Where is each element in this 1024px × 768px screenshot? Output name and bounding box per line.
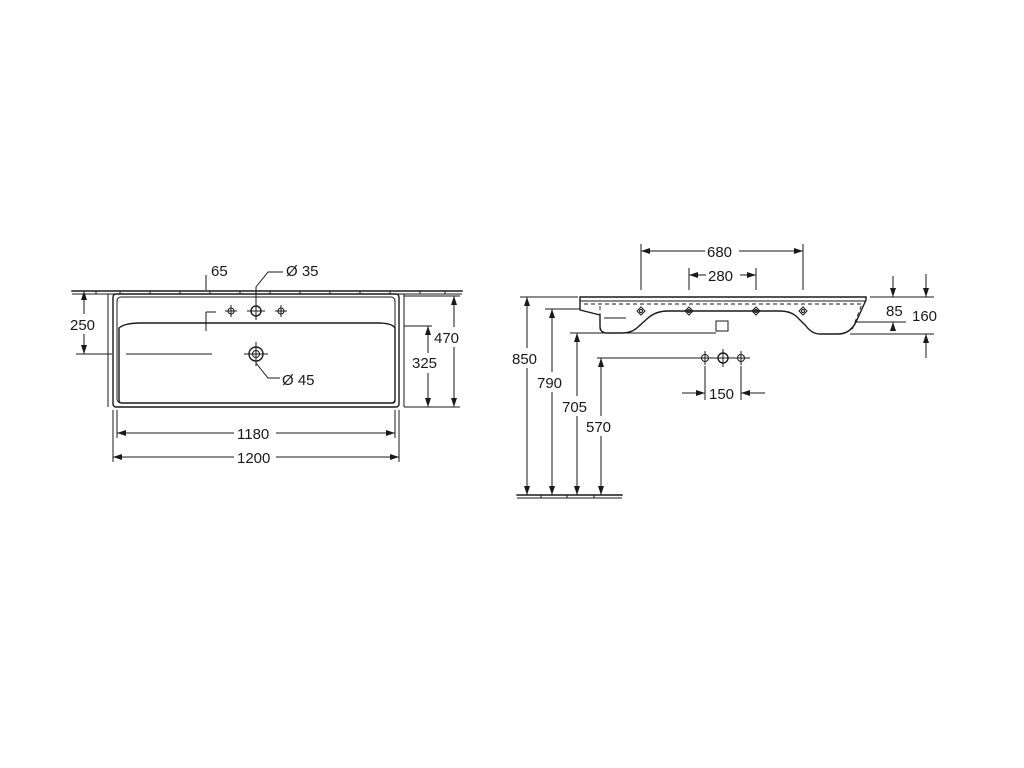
dim-siphon-height: 705: [560, 332, 716, 495]
tap-cluster-right: [737, 351, 745, 365]
dim-overall-depth: 470: [404, 295, 468, 407]
dim-total-thickness: 160: [850, 274, 937, 358]
tap-cluster-center: [717, 349, 729, 367]
dim-tap-cluster-spacing: 150: [682, 366, 765, 403]
siphon-outlet: [715, 320, 729, 332]
dim-bowl-depth: 325: [404, 325, 460, 408]
dim-rim-height: 850: [510, 296, 578, 495]
tap-cluster-left: [701, 351, 709, 365]
tap-hole-left: [225, 305, 237, 317]
tap-marker-3: [751, 306, 761, 316]
dim-tap-offset-label: 65: [211, 263, 228, 280]
tap-marker-2: [684, 306, 694, 316]
tap-markers: [636, 306, 808, 316]
dim-outer-tap-spacing: 680: [640, 242, 804, 290]
dim-drain: Ø 45: [255, 362, 315, 389]
floor-line: [516, 494, 623, 499]
dim-tap-height-label: 570: [586, 419, 611, 436]
dim-tap-offset: 65: [205, 263, 228, 331]
dim-overall-width-label: 1200: [237, 450, 270, 467]
dim-rim-thickness: 85: [856, 276, 906, 331]
bowl-outline: [118, 322, 396, 404]
dim-tap-cluster-spacing-label: 150: [709, 386, 734, 403]
tap-hole-right: [275, 305, 287, 317]
dim-overall-depth-label: 470: [434, 330, 459, 347]
dim-drain-position-label: 250: [70, 317, 95, 334]
tap-holes: [225, 302, 287, 320]
dim-tap-height: 570: [584, 358, 618, 495]
dim-total-thickness-label: 160: [912, 308, 937, 325]
dim-bowl-depth-label: 325: [412, 355, 437, 372]
dim-inner-tap-spacing: 280: [688, 266, 757, 290]
dim-drain-label: Ø 45: [282, 372, 315, 389]
dim-rim-height-label: 850: [512, 351, 537, 368]
dim-siphon-height-label: 705: [562, 399, 587, 416]
dim-inner-tap-spacing-label: 280: [708, 268, 733, 285]
dim-bowl-bottom-height-label: 790: [537, 375, 562, 392]
dim-bowl-bottom-height: 790: [535, 308, 580, 495]
dim-outer-tap-spacing-label: 680: [707, 244, 732, 261]
tap-hole-center: [247, 302, 265, 320]
dim-rim-thickness-label: 85: [886, 303, 903, 320]
side-view: 680 280: [510, 242, 937, 499]
top-view: 65 Ø 35 Ø 45 250: [68, 263, 468, 467]
tap-cluster: [597, 349, 750, 367]
tap-marker-4: [798, 306, 808, 316]
drain-hole: [244, 342, 268, 366]
dim-tap-hole: Ø 35: [255, 263, 319, 302]
dim-tap-hole-label: Ø 35: [286, 263, 319, 280]
tap-marker-1: [636, 306, 646, 316]
dim-drain-position: 250: [68, 291, 112, 355]
dim-inner-width-label: 1180: [237, 426, 269, 443]
basin-profile: [579, 296, 867, 335]
dim-overall-width: 1200: [112, 410, 400, 467]
dim-inner-width: 1180: [116, 410, 396, 443]
